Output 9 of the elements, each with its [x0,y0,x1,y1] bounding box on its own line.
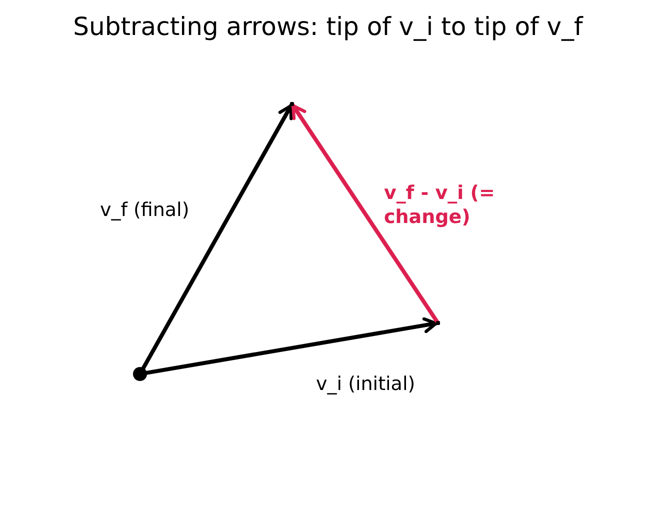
edge-label: v_f (final) [100,198,190,222]
edge-label: v_i (initial) [316,372,416,396]
edge-label: v_f - v_i (= change) [384,181,496,229]
arrow [144,317,438,375]
diagram-title: Subtracting arrows: tip of v_i to tip of v_f [72,11,584,43]
arrow [141,104,294,370]
arrow [291,104,439,324]
arrow-tip-point [436,321,440,325]
arrow-tip-point [290,102,294,106]
